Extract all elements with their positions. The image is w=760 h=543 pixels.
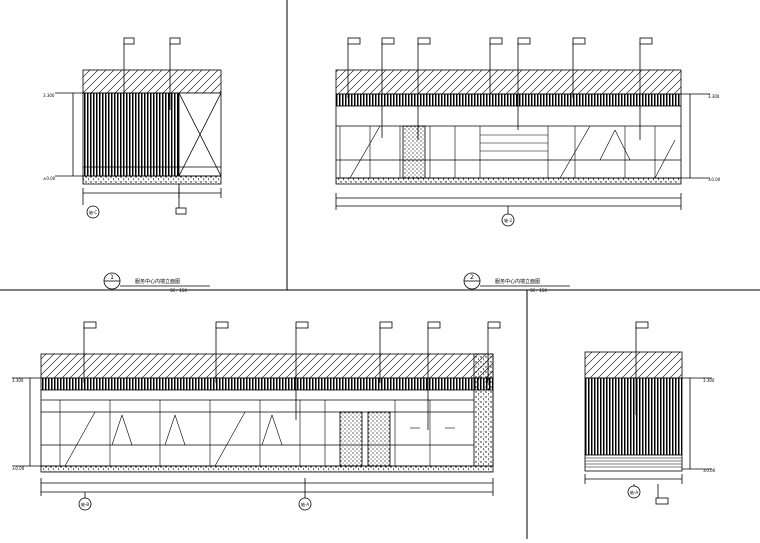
level-top-2: 3.300 [708,94,720,99]
elevation-2 [335,37,710,227]
drawing-number-2: 2 [470,274,474,281]
title-block-1 [103,272,210,290]
drawing-scale-1: SC：150 [170,288,187,293]
level-floor-3: ±0.00 [12,466,25,471]
drawing-title-2: 服务中心内墙立面图 [495,278,540,285]
level-floor-2: ±0.00 [708,177,721,182]
drawing-scale-2: SC：150 [530,288,547,293]
level-top-1: 3.300 [43,93,55,98]
drawing-title-1: 服务中心内墙立面图 [135,278,180,285]
axis-label-c: 轴-B [81,501,89,507]
level-top-4: 3.300 [703,378,715,383]
title-block-2 [463,272,570,290]
level-floor-4: ±0.00 [703,468,716,473]
elevation-3 [12,321,501,511]
level-top-3: 3.300 [12,378,24,383]
axis-label-d: 轴-A [301,501,309,507]
axis-label-b: 轴-2 [504,217,512,223]
elevation-1 [55,37,222,219]
axis-label-d-2: 轴-A [630,489,638,495]
elevation-4 [584,321,712,505]
drawing-number-1: 1 [110,274,114,281]
axis-label-a: 轴-C [89,209,97,215]
level-floor-1: ±0.00 [43,176,56,181]
